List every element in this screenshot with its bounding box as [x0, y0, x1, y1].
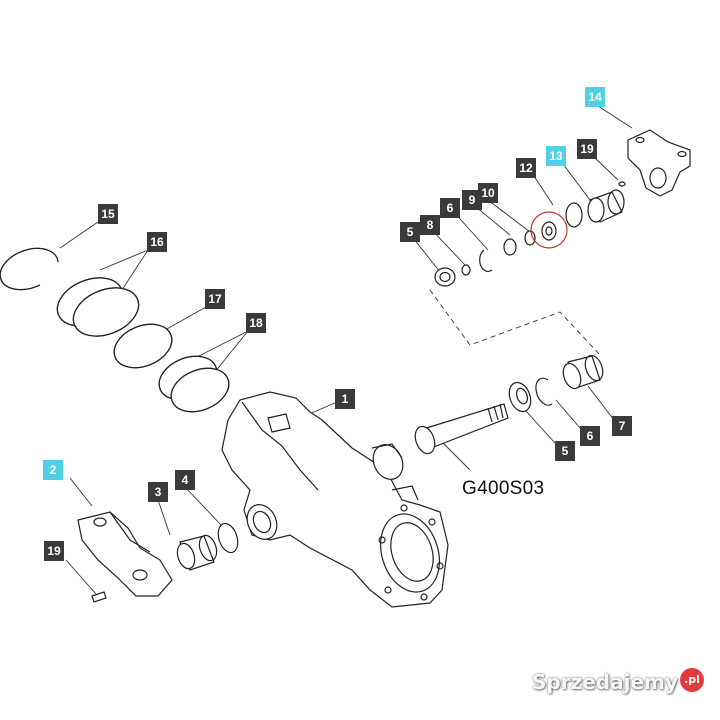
- watermark-badge: .pl: [680, 668, 704, 692]
- bracket-14: [627, 129, 691, 197]
- callout-17: 17: [205, 289, 225, 309]
- callout-8: 8: [420, 215, 440, 235]
- callout-4: 4: [175, 470, 195, 490]
- spacer-9: [503, 238, 517, 256]
- callout-15: 15: [98, 204, 118, 224]
- grease-nipple-19-lower: [91, 591, 107, 603]
- callout-6-lower: 6: [580, 426, 600, 446]
- bushing-upper: [587, 189, 625, 223]
- callout-10: 10: [478, 183, 498, 203]
- highlight-circle: [530, 211, 568, 249]
- circlip-6-upper: [479, 249, 493, 273]
- seal-rings-16: [56, 277, 140, 337]
- assembly-path-dashed: [429, 289, 601, 356]
- pivot-shaft: [414, 403, 509, 455]
- seal-rings-18: [158, 355, 230, 413]
- callout-16: 16: [147, 232, 167, 252]
- callout-7: 7: [612, 416, 632, 436]
- callout-19-upper: 19: [577, 139, 597, 159]
- axle-housing-1: [221, 391, 449, 608]
- bearing-5-upper: [434, 267, 456, 287]
- o-ring-12: [565, 202, 583, 228]
- callout-14: 14: [585, 87, 605, 107]
- callout-6-upper: 6: [440, 198, 460, 218]
- bushing-3: [176, 534, 218, 571]
- callout-3: 3: [148, 482, 168, 502]
- snap-ring-15: [0, 247, 59, 291]
- grease-nipple-19-upper: [618, 181, 626, 187]
- watermark-logo: Sprzedajemy .pl: [532, 668, 704, 702]
- callout-5-lower: 5: [555, 441, 575, 461]
- callout-9: 9: [462, 190, 482, 210]
- seal-ring-17: [113, 323, 173, 369]
- callout-12: 12: [516, 158, 536, 178]
- callout-1: 1: [335, 389, 355, 409]
- o-ring-4: [217, 522, 239, 554]
- leader-lines: [59, 105, 633, 595]
- watermark-text: Sprzedajemy: [532, 670, 678, 694]
- callout-2: 2: [43, 460, 63, 480]
- washer-8: [461, 264, 471, 276]
- bushing-7-lower: [562, 354, 604, 390]
- bearing-13: [541, 221, 557, 241]
- callout-5-upper: 5: [400, 222, 420, 242]
- washer-10: [524, 230, 536, 246]
- circlip-6-lower: [535, 377, 553, 406]
- bracket-2: [77, 511, 173, 597]
- drawing-code: G400S03: [462, 478, 545, 499]
- callout-18: 18: [246, 313, 266, 333]
- bearing-5-lower: [508, 381, 532, 413]
- callout-13: 13: [546, 146, 566, 166]
- callout-19-lower: 19: [44, 541, 64, 561]
